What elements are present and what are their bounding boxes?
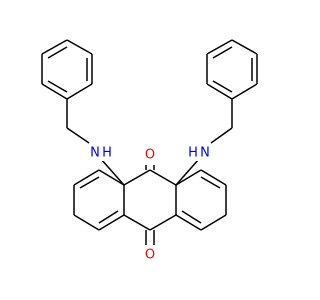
bond bbox=[123, 214, 151, 231]
bond bbox=[181, 210, 202, 224]
bond bbox=[41, 39, 68, 55]
bond bbox=[41, 83, 68, 100]
bond bbox=[206, 39, 233, 55]
bond bbox=[175, 169, 202, 186]
bond bbox=[73, 214, 100, 231]
bond bbox=[231, 39, 258, 55]
bond bbox=[47, 46, 68, 59]
structure-diagram: N H H N O O bbox=[41, 39, 258, 263]
bond bbox=[98, 214, 125, 231]
oxygen-label: O bbox=[145, 248, 155, 263]
bond bbox=[206, 83, 233, 100]
bond bbox=[210, 127, 233, 144]
bond bbox=[149, 169, 177, 186]
atom-labels: N H H N O O bbox=[90, 145, 210, 263]
nitrogen-label: N bbox=[90, 146, 100, 161]
bond bbox=[200, 169, 227, 186]
bond bbox=[98, 169, 125, 186]
bond bbox=[66, 127, 90, 144]
bond bbox=[149, 214, 177, 231]
bond-lines bbox=[41, 39, 258, 245]
bond bbox=[66, 83, 93, 100]
bond bbox=[79, 176, 100, 189]
bond bbox=[200, 176, 221, 189]
bond bbox=[175, 214, 202, 231]
bond bbox=[66, 39, 93, 55]
bond bbox=[73, 169, 100, 186]
bond bbox=[200, 214, 227, 231]
hydrogen-label: H bbox=[188, 146, 198, 161]
bond bbox=[212, 46, 233, 59]
bond bbox=[47, 80, 68, 93]
bond bbox=[123, 169, 151, 186]
bond bbox=[231, 83, 258, 100]
nitrogen-label: N bbox=[200, 146, 210, 161]
hydrogen-label: H bbox=[102, 146, 112, 161]
bond bbox=[175, 158, 200, 186]
bond bbox=[100, 158, 125, 186]
bond bbox=[98, 210, 119, 224]
oxygen-label: O bbox=[145, 148, 155, 163]
bond bbox=[212, 80, 233, 93]
